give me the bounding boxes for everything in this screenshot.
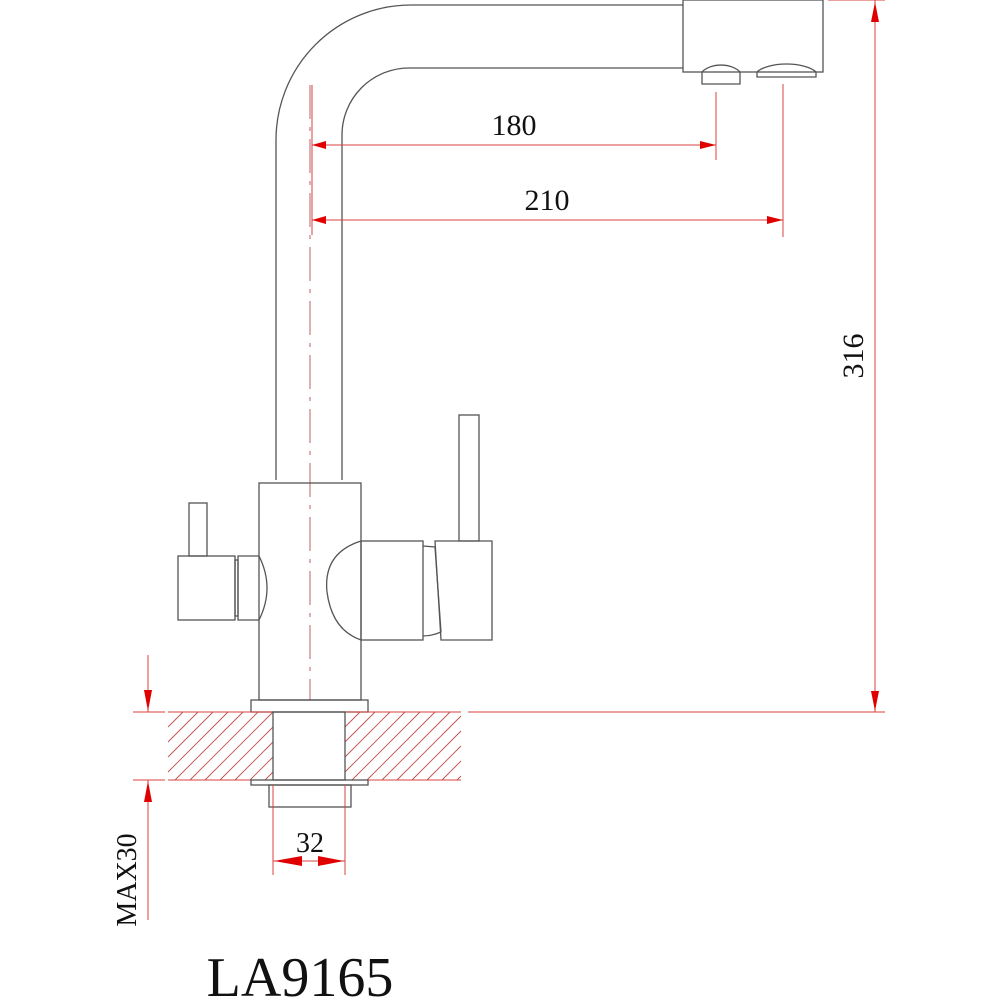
hatch-line (396, 715, 462, 781)
hatch-line (351, 711, 421, 781)
left-handle-cap (237, 555, 268, 621)
dimension-210-label: 210 (525, 184, 570, 217)
hatch-line (456, 775, 462, 781)
arrow (871, 691, 879, 711)
right-handle (434, 540, 493, 641)
nozzle-1 (701, 64, 741, 85)
hatch-line (167, 711, 214, 758)
hatch-line (219, 726, 274, 781)
dimension-max30-label: MAX30 (112, 833, 143, 926)
left-handle (177, 555, 236, 621)
countertop-section (167, 711, 885, 781)
hatch-line (167, 711, 184, 728)
hatch-line (344, 711, 376, 743)
spout-inner (341, 67, 683, 480)
mounting-shank (272, 711, 346, 781)
hatch-line (249, 756, 274, 781)
hatch-line (381, 711, 451, 781)
hatch-line (344, 711, 406, 773)
hatch-line (167, 711, 229, 773)
left-lever (188, 502, 208, 557)
arrow (312, 216, 326, 224)
hatch-line (411, 730, 462, 781)
hatch-line (189, 711, 259, 781)
right-dome (325, 540, 362, 641)
base-plate (250, 699, 369, 713)
arrow (144, 690, 152, 711)
dimension-32-label: 32 (296, 828, 324, 859)
model-number: LA9165 (207, 947, 394, 1000)
hatch-line (264, 771, 274, 781)
arrow (871, 2, 879, 22)
dimension-180-label: 180 (492, 109, 537, 142)
hatch-line (366, 711, 436, 781)
hatch-line (234, 741, 274, 781)
hatch-line (204, 711, 274, 781)
hatch-line (167, 711, 199, 743)
arrow (274, 856, 302, 866)
arrow (144, 781, 152, 802)
hatch-line (344, 711, 361, 728)
hatch-line (441, 760, 462, 781)
hatch-line (174, 711, 244, 781)
spout-outer (275, 4, 683, 480)
spout-head (682, 0, 824, 73)
lock-nut (268, 784, 352, 808)
arrow (318, 856, 344, 866)
hatch-line (344, 711, 391, 758)
dimension-316-label: 316 (837, 334, 870, 379)
arrow (767, 216, 783, 224)
arrow (312, 141, 326, 149)
lock-washer (250, 779, 369, 786)
arrow (700, 141, 716, 149)
right-cartridge (360, 540, 424, 641)
nozzle-2 (756, 63, 817, 78)
right-lever (458, 414, 480, 542)
hatch-line (426, 745, 462, 781)
